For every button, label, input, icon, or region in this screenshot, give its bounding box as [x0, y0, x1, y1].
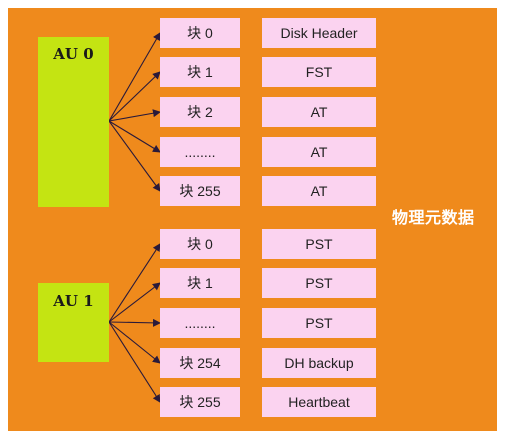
physical-metadata-label: 物理元数据	[392, 208, 475, 227]
au0-block-2: 块 2	[160, 97, 240, 127]
au0-arrow-3	[108, 120, 161, 153]
au0-arrow-4	[108, 120, 161, 192]
au-0-label: AU 0	[53, 45, 94, 63]
au0-content-2: AT	[262, 97, 376, 127]
au1-content-1: PST	[262, 268, 376, 298]
au1-content-3: DH backup	[262, 348, 376, 378]
au1-block-255: 块 255	[160, 387, 240, 417]
au1-block-1: 块 1	[160, 268, 240, 298]
au1-content-2: PST	[262, 308, 376, 338]
au1-block-0: 块 0	[160, 229, 240, 259]
au-0-box: AU 0	[38, 37, 109, 207]
au0-arrow-0	[108, 32, 161, 122]
au0-block-255: 块 255	[160, 176, 240, 206]
au1-block-ellipsis: ........	[160, 308, 240, 338]
au0-arrow-2	[108, 109, 161, 122]
au1-block-254: 块 254	[160, 348, 240, 378]
au1-arrow-4	[108, 321, 161, 403]
au1-arrow-3	[108, 321, 161, 364]
au1-content-4: Heartbeat	[262, 387, 376, 417]
au-1-label: AU 1	[53, 292, 94, 310]
au1-arrow-2	[108, 318, 161, 327]
au0-block-1: 块 1	[160, 57, 240, 87]
au0-content-1: FST	[262, 57, 376, 87]
au0-content-4: AT	[262, 176, 376, 206]
au1-arrow-1	[108, 282, 161, 323]
au1-content-0: PST	[262, 229, 376, 259]
au0-content-3: AT	[262, 137, 376, 167]
au0-content-0: Disk Header	[262, 18, 376, 48]
au0-block-ellipsis: ........	[160, 137, 240, 167]
au0-arrows	[108, 32, 161, 192]
au1-arrows	[108, 243, 161, 403]
au-1-box: AU 1	[38, 283, 109, 362]
au0-arrow-1	[108, 71, 161, 122]
au0-block-0: 块 0	[160, 18, 240, 48]
au1-arrow-0	[108, 243, 161, 323]
